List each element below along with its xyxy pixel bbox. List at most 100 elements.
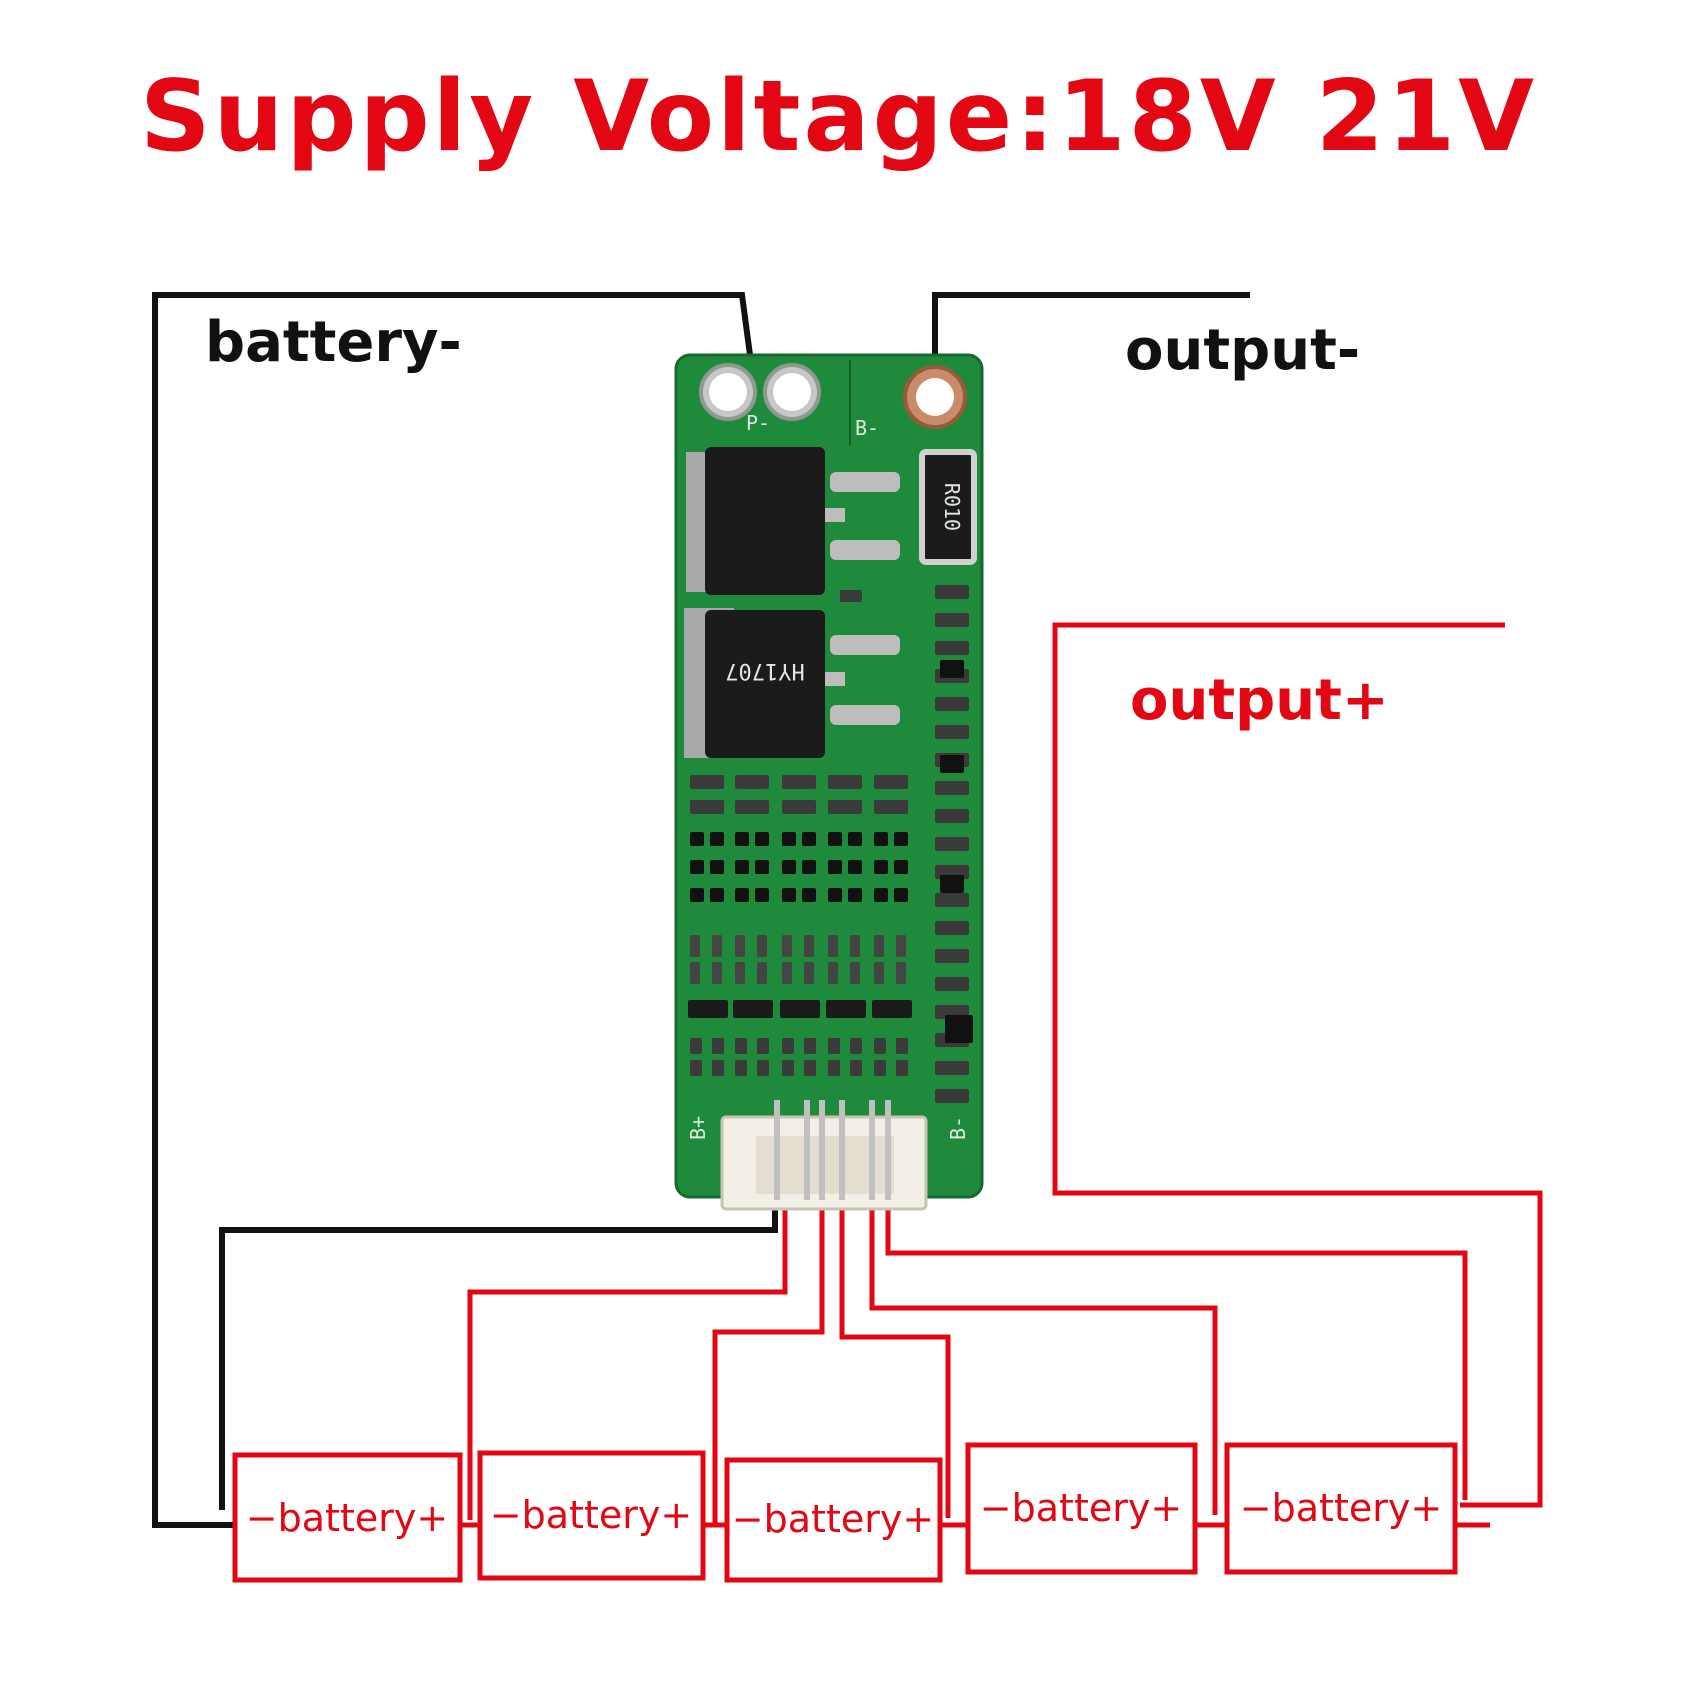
smd-resistor [935,781,969,795]
smd-transistor [735,888,749,902]
connector-pin [839,1100,845,1200]
smd-resistor [828,800,862,814]
smd-capacitor [690,1060,702,1076]
smd-transistor [782,888,796,902]
smd-capacitor [828,1038,840,1054]
smd-resistor [935,809,969,823]
connector-pin [774,1100,780,1200]
smd-transistor [940,755,964,773]
pad-b-minus-label: B- [855,416,879,440]
battery-negative-label: battery- [205,310,462,375]
smd-transistor [940,660,964,678]
mosfet-2-marking: HY1707 [725,658,804,683]
smd-resistor [850,935,860,957]
smd-resistor [896,935,906,957]
smd-ic [826,1000,866,1018]
output-negative-wire [932,292,1250,355]
smd-ic [780,1000,820,1018]
smd-capacitor [757,1060,769,1076]
mosfet-1-lead-1 [830,472,900,492]
smd-resistor [874,935,884,957]
pad-p-minus-1-hole [709,373,747,411]
smd-transistor [710,832,724,846]
mosfet-2-lead-2 [825,672,845,686]
battery-cell-labels: −battery+ −battery+ −battery+ −battery+ … [246,1486,1442,1541]
smd-resistor [782,935,792,957]
smd-resistor [712,935,722,957]
mosfet-2: HY1707 [684,608,900,758]
balance-wire-b5 [885,1210,1468,1500]
shunt-resistor [919,449,977,565]
smd-transistor [755,832,769,846]
smd-transistor [782,860,796,874]
balance-wire-b0 [219,1210,778,1510]
battery-cell-1 [232,1452,463,1583]
smd-resistor [935,893,969,907]
smd-resistor [935,921,969,935]
smd-resistor [782,800,816,814]
smd-transistor [894,832,908,846]
smd-resistor [782,775,816,789]
smd-resistor [874,962,884,984]
pad-b-minus-hole [916,378,954,416]
battery-cell-3-label: −battery+ [732,1497,934,1541]
smd-resistor [935,585,969,599]
mosfet-2-lead-3 [830,705,900,725]
smd-resistor [896,962,906,984]
smd-resistor [935,837,969,851]
smd-components [688,585,973,1103]
smd-resistor [935,977,969,991]
smd-transistor [874,860,888,874]
connector-pin [885,1100,891,1200]
smd-capacitor [690,1038,702,1054]
smd-capacitor [850,1038,862,1054]
battery-cell-1-label: −battery+ [246,1496,448,1540]
battery-cell-3 [724,1457,943,1583]
smd-transistor [690,860,704,874]
mosfet-1-body [705,447,825,595]
smd-resistor [828,935,838,957]
smd-capacitor [804,1060,816,1076]
battery-cell-2 [477,1450,706,1581]
balance-wire-b4 [869,1210,1218,1515]
smd-resistor [935,641,969,655]
smd-capacitor [712,1060,724,1076]
smd-capacitor [804,1038,816,1054]
balance-wire-b1 [467,1210,788,1520]
edge-b-plus-label: B+ [686,1116,710,1140]
smd-capacitor [828,1060,840,1076]
smd-resistor [735,800,769,814]
smd-capacitor [757,1038,769,1054]
output-positive-label: output+ [1130,668,1389,733]
diagram-title: Supply Voltage:18V 21V [140,60,1537,174]
smd-capacitor [782,1060,794,1076]
smd-transistor [755,860,769,874]
smd-transistor [755,888,769,902]
pad-p-minus-label: P- [746,411,770,435]
smd-resistor [935,725,969,739]
smd-resistor [712,962,722,984]
smd-transistor [874,832,888,846]
smd-transistor [894,860,908,874]
shunt-resistor-code: R010 [940,483,964,531]
balance-connector-pins [774,1100,891,1200]
smd-transistor [782,832,796,846]
smd-capacitor [896,1060,908,1076]
smd-resistor [935,1061,969,1075]
smd-capacitor [712,1038,724,1054]
smd-resistor [804,962,814,984]
smd-resistor [804,935,814,957]
pad-p-minus-2-hole [773,373,811,411]
smd-capacitor [874,1038,886,1054]
connector-pin [869,1100,875,1200]
black-wires [152,292,1250,1528]
edge-b-minus-label: B- [946,1116,970,1140]
smd-transistor [940,875,964,893]
smd-transistor [735,860,749,874]
smd-transistor [894,888,908,902]
smd-transistor [828,860,842,874]
smd-transistor [828,832,842,846]
connector-pin [819,1100,825,1200]
smd-transistor [710,888,724,902]
